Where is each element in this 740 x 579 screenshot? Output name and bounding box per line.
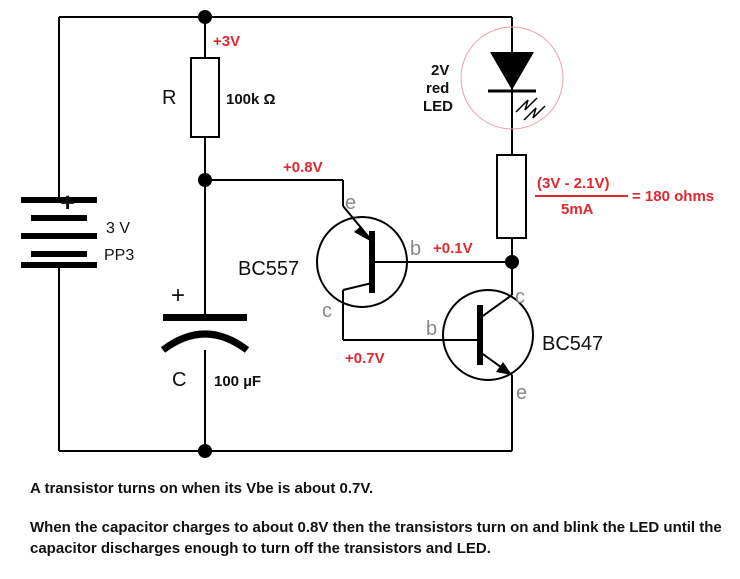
explanation-notes: A transistor turns on when its Vbe is ab… [30, 478, 730, 559]
junction-emitter-node [198, 173, 212, 187]
pnp-emitter-label: e [345, 192, 356, 214]
capacitor-plus-label: + [171, 282, 185, 309]
note-operation: When the capacitor charges to about 0.8V… [30, 519, 722, 557]
formula-numerator: (3V - 2.1V) [537, 175, 610, 192]
formula-result: = 180 ohms [632, 188, 714, 205]
supply-voltage-label: +3V [213, 33, 240, 50]
junction-top [198, 10, 212, 24]
npn-collector-label: c [515, 286, 525, 308]
pnp-base-voltage: +0.1V [433, 240, 473, 257]
capacitor-plate [163, 314, 247, 321]
emitter-node-voltage: +0.8V [283, 159, 323, 176]
circuit-schematic: +3V R 100k Ω + 3 V PP3 + C 100 µF +0.8V … [21, 10, 714, 458]
pnp-collector-label: c [322, 300, 332, 322]
capacitor-curve [160, 330, 250, 353]
pnp-base-label: b [410, 238, 421, 260]
resistor-value-label: 100k Ω [226, 91, 276, 108]
npn-emitter-arrow [496, 362, 512, 375]
led-light-arrows [515, 97, 546, 121]
resistor-led [496, 154, 527, 239]
battery-symbol [21, 197, 97, 268]
formula-denominator: 5mA [561, 201, 594, 218]
npn-name-label: BC547 [542, 333, 603, 355]
npn-transistor [442, 289, 534, 381]
resistor-r [190, 57, 220, 138]
battery-type-label: PP3 [104, 247, 134, 264]
battery-voltage-label: 3 V [106, 220, 130, 237]
pnp-emitter-arrow [354, 226, 372, 242]
battery-plus-label: + [60, 187, 75, 217]
resistor-name-label: R [162, 87, 176, 109]
pnp-name-label: BC557 [238, 258, 299, 280]
pnp-transistor [316, 205, 408, 308]
junction-led-node [505, 255, 519, 269]
capacitor-name-label: C [172, 369, 186, 391]
npn-base-voltage: +0.7V [345, 350, 385, 367]
led-highlight-circle [460, 26, 564, 130]
note-vbe: A transistor turns on when its Vbe is ab… [30, 480, 374, 497]
junction-bottom [198, 444, 212, 458]
led-spec-line2: red [426, 80, 449, 97]
led-diode-icon [490, 52, 534, 90]
led-spec-line1: 2V [431, 62, 449, 79]
led-spec-line3: LED [423, 98, 453, 115]
npn-base-label: b [426, 318, 437, 340]
capacitor-value-label: 100 µF [214, 373, 261, 390]
npn-emitter-label: e [516, 382, 527, 404]
